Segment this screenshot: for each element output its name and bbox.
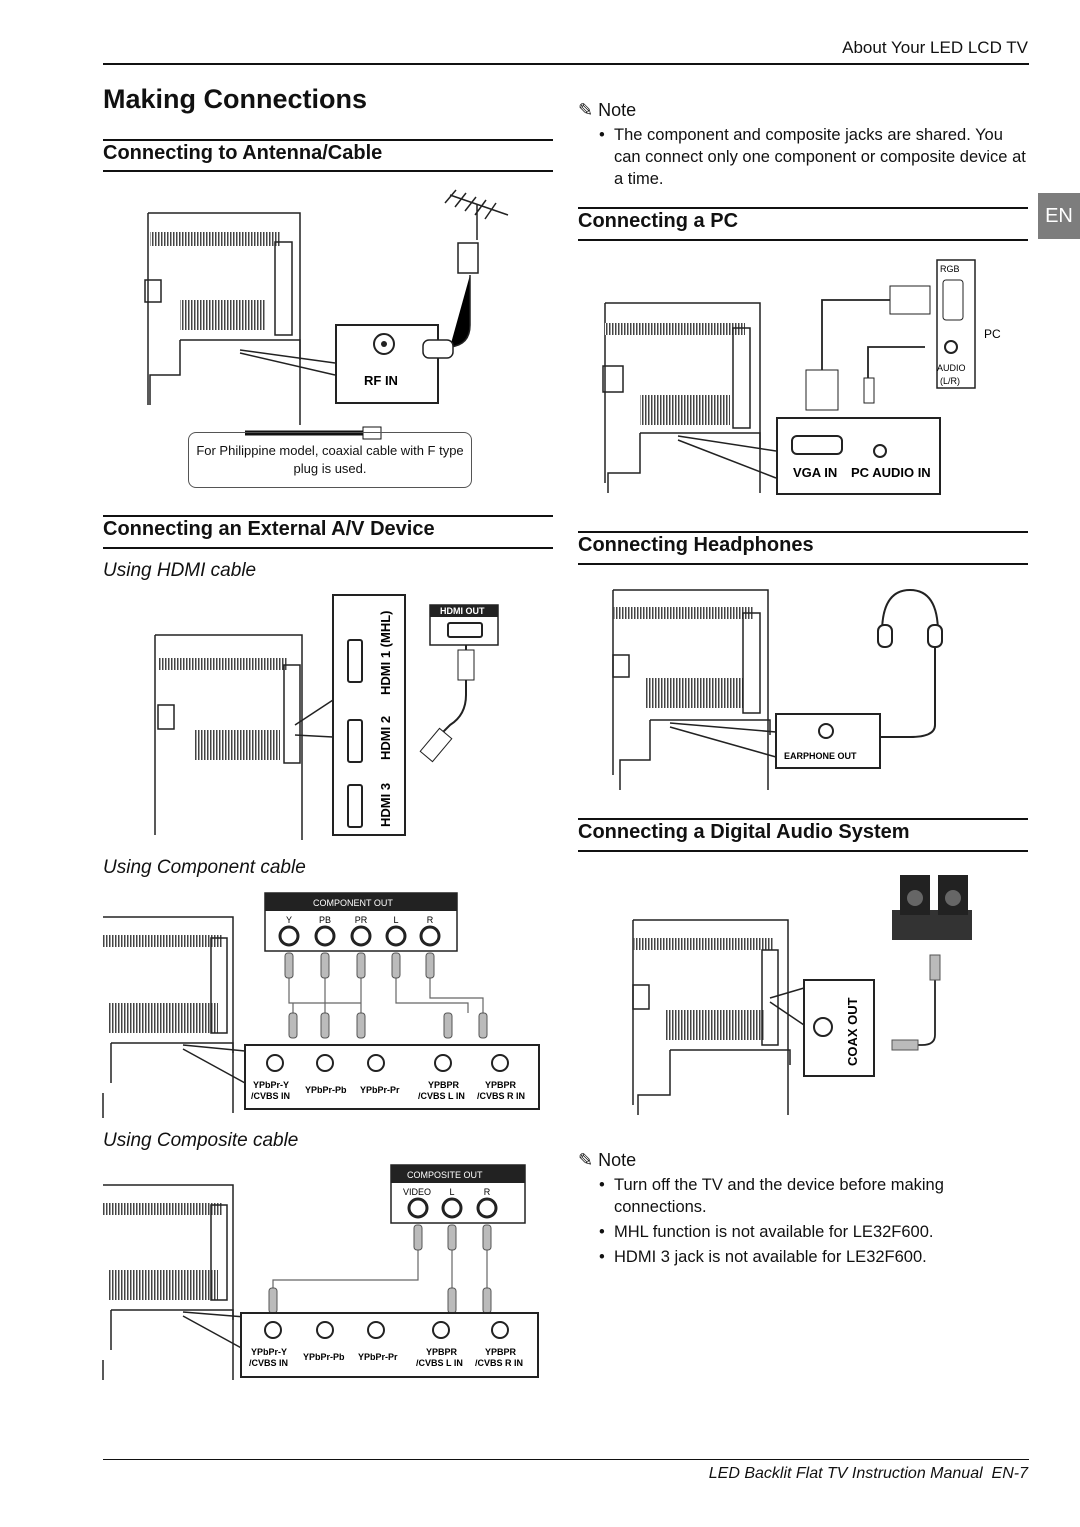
section-rule (103, 170, 553, 172)
footer: LED Backlit Flat TV Instruction Manual E… (709, 1465, 1028, 1483)
coax-cable-icon (245, 426, 382, 440)
svg-text:PR: PR (355, 915, 368, 925)
svg-text:L: L (449, 1187, 454, 1197)
section-title-headphones: Connecting Headphones (578, 534, 814, 556)
rf-port-box (335, 324, 439, 404)
hdmi1-label: HDMI 1 (MHL) (378, 611, 393, 696)
svg-text:YPBPR: YPBPR (426, 1347, 458, 1357)
page-title: Making Connections (103, 84, 368, 114)
pc-audio-in-label: PC AUDIO IN (851, 465, 931, 480)
antenna-diagram: RF IN (144, 189, 509, 425)
headphones-icon (870, 588, 943, 738)
pc-diagram: RGB PC AUDIO (L/R) VGA IN PC AUDIO IN (602, 259, 1001, 495)
footer-text: LED Backlit Flat TV Instruction Manual (708, 1465, 983, 1482)
svg-text:/CVBS L IN: /CVBS L IN (418, 1091, 465, 1101)
earphone-port-panel (775, 713, 881, 769)
subheading-composite: Using Composite cable (103, 1130, 299, 1151)
vga-in-label: VGA IN (793, 465, 837, 480)
header-rule (103, 63, 1029, 65)
note-item: The component and composite jacks are sh… (578, 124, 1028, 190)
svg-text:YPbPr-Pb: YPbPr-Pb (305, 1085, 347, 1095)
section-rule (578, 531, 1028, 533)
svg-text:YPBPR: YPBPR (428, 1080, 460, 1090)
section-rule (578, 850, 1028, 852)
hdmi3-label: HDMI 3 (378, 783, 393, 827)
section-rule (578, 207, 1028, 209)
svg-text:AUDIO: AUDIO (937, 363, 966, 373)
note-list: Turn off the TV and the device before ma… (578, 1174, 1028, 1271)
section-rule (103, 515, 553, 517)
antenna-caption: For Philippine model, coaxial cable with… (188, 432, 472, 488)
svg-text:RGB: RGB (940, 264, 960, 274)
hdmi-port-panel (332, 594, 406, 836)
svg-text:HDMI OUT: HDMI OUT (440, 606, 485, 616)
svg-text:/CVBS IN: /CVBS IN (249, 1358, 288, 1368)
page-number: EN-7 (991, 1465, 1028, 1482)
pencil-icon: ✎ (578, 100, 594, 120)
hdmi-diagram: HDMI 1 (MHL) HDMI 2 HDMI 3 HDMI OUT (154, 594, 499, 840)
svg-text:/CVBS IN: /CVBS IN (251, 1091, 290, 1101)
section-title-pc: Connecting a PC (578, 210, 739, 232)
svg-text:YPBPR: YPBPR (485, 1347, 517, 1357)
component-diagram: COMPONENT OUT Y PB PR L R YPbPr-Y /CVBS … (102, 892, 540, 1118)
note-item: Turn off the TV and the device before ma… (578, 1174, 1028, 1218)
svg-text:COMPONENT OUT: COMPONENT OUT (313, 898, 393, 908)
section-rule (578, 239, 1028, 241)
svg-text:YPbPr-Pr: YPbPr-Pr (358, 1352, 398, 1362)
hdmi2-label: HDMI 2 (378, 716, 393, 760)
tv-av-jack-panel (240, 1312, 539, 1378)
digital-audio-diagram: COAX OUT (632, 875, 972, 1115)
section-title-antenna: Connecting to Antenna/Cable (103, 142, 383, 164)
svg-text:R: R (484, 1187, 491, 1197)
svg-text:L: L (393, 915, 398, 925)
section-title-digital: Connecting a Digital Audio System (578, 821, 910, 843)
section-rule (578, 818, 1028, 820)
note-heading: ✎ Note (578, 100, 637, 120)
svg-text:(L/R): (L/R) (940, 376, 960, 386)
svg-text:YPbPr-Y: YPbPr-Y (253, 1080, 289, 1090)
hdmi-out-device: HDMI OUT (429, 604, 499, 646)
rf-in-label: RF IN (364, 373, 398, 388)
earphone-out-label: EARPHONE OUT (784, 751, 857, 761)
running-head: About Your LED LCD TV (842, 38, 1028, 57)
section-rule (103, 139, 553, 141)
note-heading: ✎ Note (578, 1150, 637, 1170)
svg-text:R: R (427, 915, 434, 925)
subheading-component: Using Component cable (103, 857, 306, 878)
subheading-hdmi: Using HDMI cable (103, 560, 257, 581)
svg-text:PC: PC (984, 327, 1001, 341)
footer-rule (103, 1459, 1029, 1460)
headphones-diagram: EARPHONE OUT (612, 588, 943, 790)
svg-text:VIDEO: VIDEO (403, 1187, 431, 1197)
svg-text:YPBPR: YPBPR (485, 1080, 517, 1090)
tv-av-jack-panel (244, 1044, 540, 1110)
svg-text:/CVBS R IN: /CVBS R IN (475, 1358, 523, 1368)
coax-out-label: COAX OUT (845, 997, 860, 1066)
svg-text:Y: Y (286, 915, 292, 925)
svg-text:COMPOSITE OUT: COMPOSITE OUT (407, 1170, 483, 1180)
antenna-icon (422, 189, 509, 359)
pencil-icon: ✎ (578, 1150, 594, 1170)
svg-text:YPbPr-Pb: YPbPr-Pb (303, 1352, 345, 1362)
section-rule (103, 547, 553, 549)
note-item: MHL function is not available for LE32F6… (578, 1221, 1028, 1243)
note-item: HDMI 3 jack is not available for LE32F60… (578, 1246, 1028, 1268)
section-title-av: Connecting an External A/V Device (103, 518, 435, 540)
svg-text:/CVBS L IN: /CVBS L IN (416, 1358, 463, 1368)
note-list: The component and composite jacks are sh… (578, 124, 1028, 193)
language-tab: EN (1038, 193, 1080, 239)
svg-text:/CVBS R IN: /CVBS R IN (477, 1091, 525, 1101)
svg-text:YPbPr-Pr: YPbPr-Pr (360, 1085, 400, 1095)
svg-text:YPbPr-Y: YPbPr-Y (251, 1347, 287, 1357)
svg-text:PB: PB (319, 915, 331, 925)
speaker-system-icon (892, 875, 972, 940)
composite-diagram: COMPOSITE OUT VIDEO L R YPbPr-Y /CVBS IN… (102, 1164, 539, 1380)
section-rule (578, 563, 1028, 565)
pc-input-panel (776, 417, 941, 495)
